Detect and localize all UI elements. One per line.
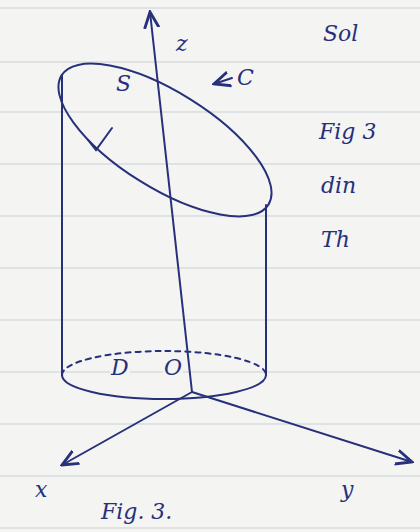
symbol-label: x — [34, 478, 48, 502]
cylinder-side — [61, 75, 63, 375]
margin-note: Th — [320, 228, 351, 252]
x-axis — [62, 392, 192, 465]
symbol-label: C — [236, 66, 255, 90]
symbol-label: y — [340, 478, 354, 502]
symbol-label: D — [110, 356, 130, 380]
y-axis — [192, 392, 412, 462]
symbol-label: z — [175, 32, 189, 56]
orientation-arrow — [214, 78, 232, 84]
cylinder-side — [265, 205, 267, 375]
margin-note: Sol — [322, 22, 359, 46]
symbol-label: S — [115, 72, 132, 96]
margin-note: din — [320, 174, 357, 198]
figure-caption: Fig. 3. — [100, 500, 173, 524]
tick-mark — [88, 128, 112, 150]
z-axis — [150, 12, 192, 392]
ruled-lines — [0, 8, 420, 528]
margin-note: Fig 3 — [318, 120, 377, 144]
symbol-label: O — [163, 356, 183, 380]
